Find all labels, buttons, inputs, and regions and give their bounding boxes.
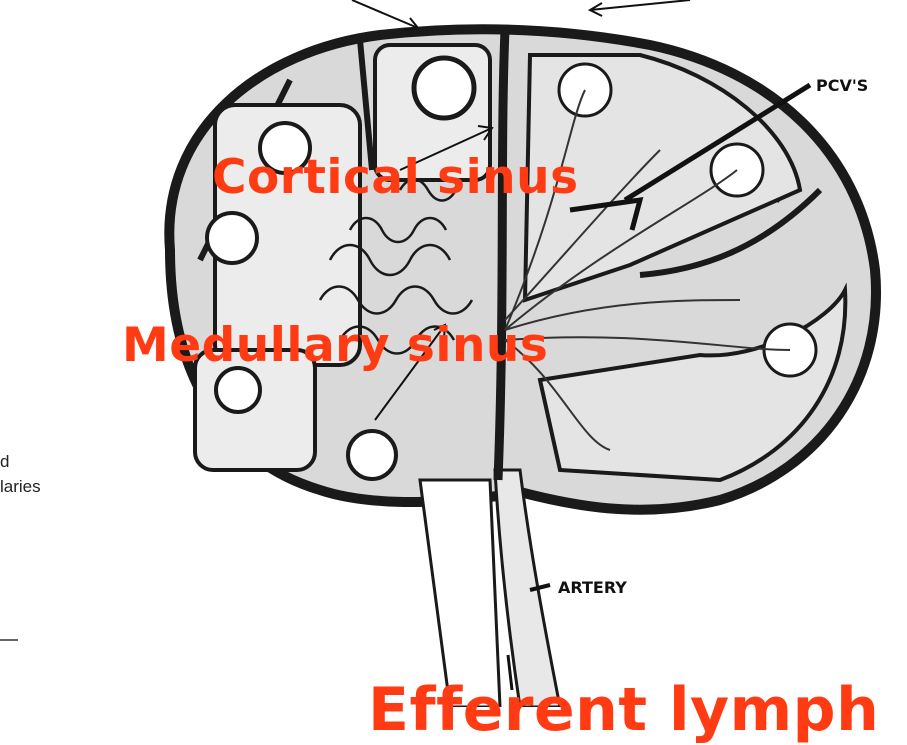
medullary-sinus-label: Medullary sinus <box>122 318 548 373</box>
top-arrow-right <box>590 0 690 10</box>
follicle-3 <box>207 213 257 263</box>
pcvs-label: PCV'S <box>816 76 868 95</box>
artery-label: ARTERY <box>558 578 627 597</box>
trabecula-center <box>498 30 505 480</box>
follicle-5 <box>348 431 396 479</box>
lymph-node-diagram: Cortical sinus Medullary sinus Efferent … <box>0 0 907 707</box>
top-arrow-left <box>352 0 418 28</box>
artery-vessel <box>495 470 560 707</box>
left-text-fragment-2: laries <box>0 477 41 497</box>
follicle-4 <box>216 368 260 412</box>
hilum-vessel-left <box>420 480 500 707</box>
efferent-label-partial: Efferent lymph <box>368 675 879 745</box>
cortical-sinus-label: Cortical sinus <box>212 150 579 205</box>
left-text-fragment-1: d <box>0 452 9 472</box>
follicle-1 <box>414 58 474 118</box>
